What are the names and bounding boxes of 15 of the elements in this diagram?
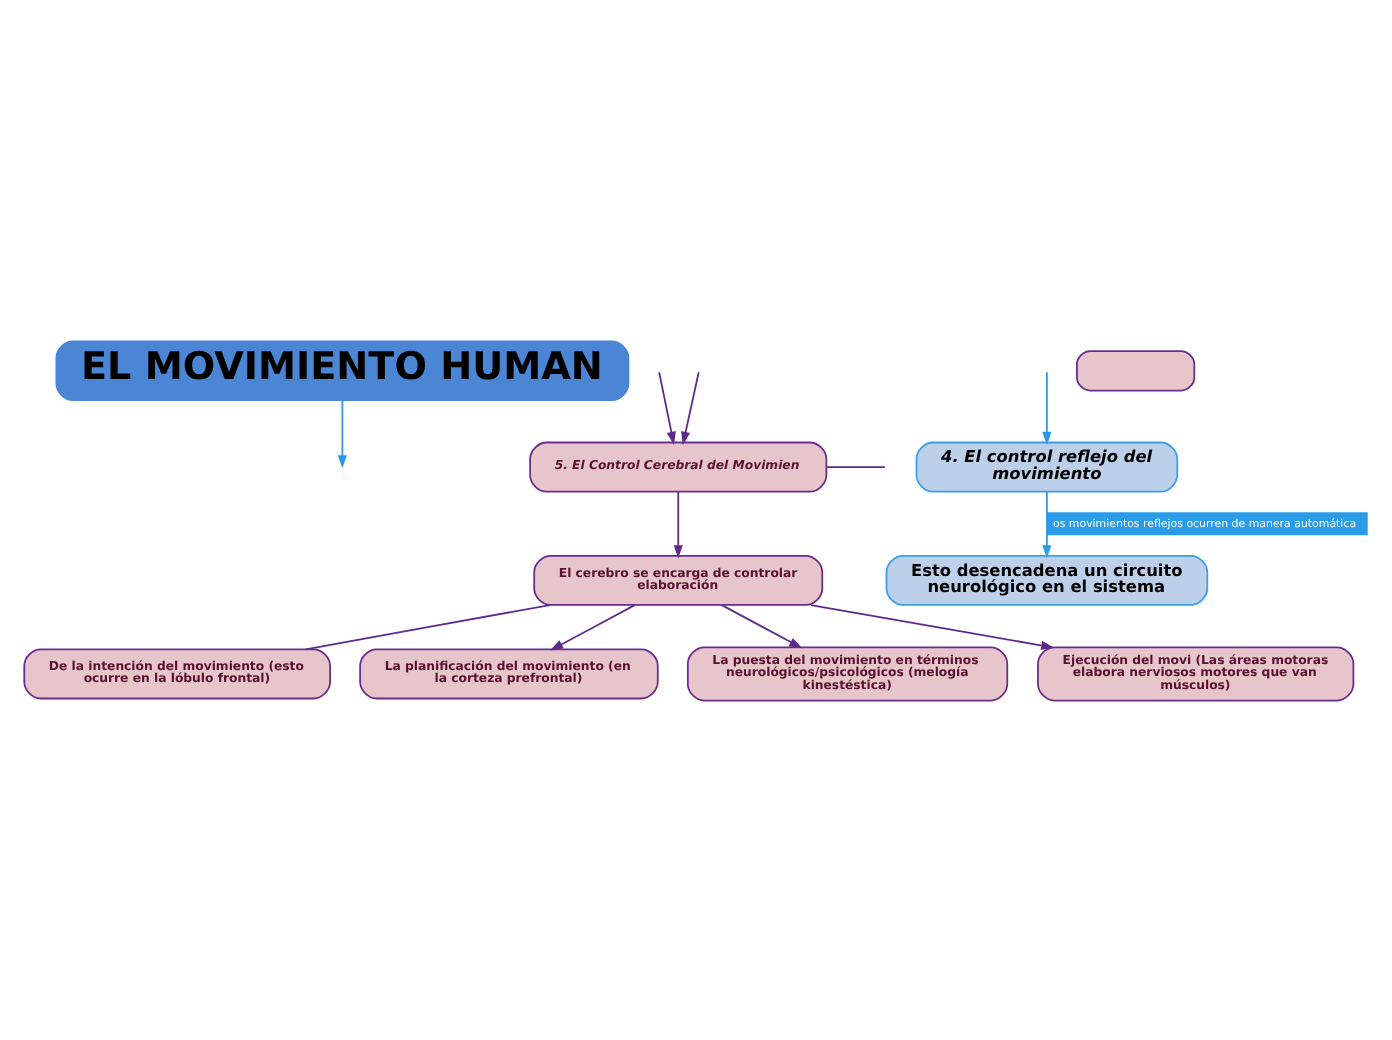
arrow xyxy=(673,490,683,558)
arrow xyxy=(809,603,1055,649)
node-box: 4. El control reflejo del movimiento xyxy=(915,440,1179,492)
arrow xyxy=(1042,370,1052,444)
arrow xyxy=(1042,490,1052,558)
node-box: Esto desencadena un circuito neurológico en el sistema xyxy=(885,553,1209,605)
connector xyxy=(825,465,886,467)
arrow xyxy=(658,370,676,444)
connector xyxy=(304,603,551,650)
arrow xyxy=(550,603,636,650)
node-box xyxy=(1076,349,1196,391)
arrow xyxy=(337,398,347,468)
node-box: EL MOVIMIENTO HUMAN xyxy=(55,339,630,401)
arrow xyxy=(681,370,700,444)
arrow xyxy=(720,603,803,648)
